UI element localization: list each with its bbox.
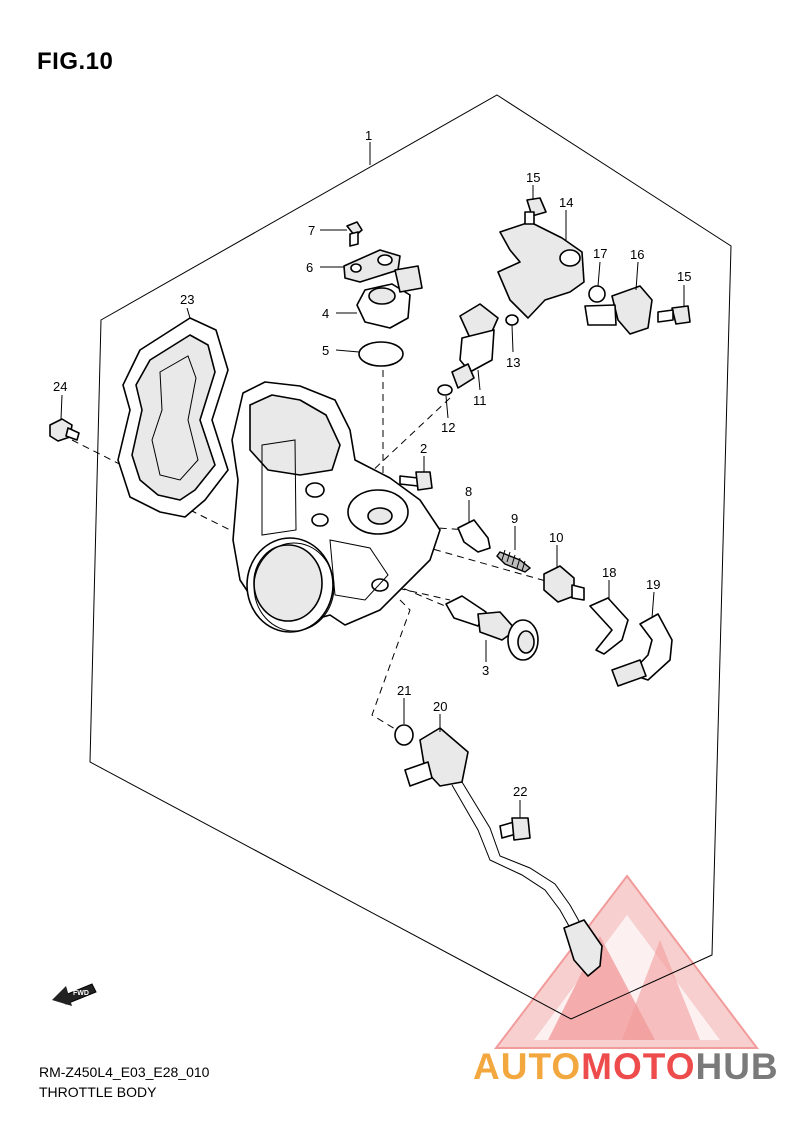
part-elbow-19 [611, 613, 673, 687]
callout-5: 5 [322, 343, 329, 358]
callout-13: 13 [506, 355, 520, 370]
callout-1: 1 [365, 128, 372, 143]
callout-15: 15 [526, 170, 540, 185]
callout-4: 4 [322, 306, 329, 321]
callout-14: 14 [559, 195, 573, 210]
callout-9: 9 [511, 511, 518, 526]
figure-title: FIG.10 [37, 48, 114, 75]
brand-part-auto: AUTO [473, 1046, 582, 1087]
callout-21: 21 [397, 683, 411, 698]
part-o-ring-5 [358, 341, 404, 367]
part-injector-11 [451, 303, 499, 389]
callout-2: 2 [420, 441, 427, 456]
watermark-logo [493, 874, 760, 1049]
part-hose-18 [589, 597, 629, 655]
part-screw-2 [399, 471, 433, 491]
part-plate-6 [343, 249, 401, 283]
forward-arrow-icon: FWD [52, 983, 97, 1006]
callout-18: 18 [602, 565, 616, 580]
part-o-ring-17 [588, 285, 606, 303]
part-bolt-22 [499, 817, 531, 841]
part-sensor-4 [356, 265, 423, 329]
part-bolt-24 [49, 418, 80, 442]
callout-15-b: 15 [677, 269, 691, 284]
part-plunger-8 [457, 519, 491, 553]
part-screw-7 [346, 221, 363, 247]
callout-19: 19 [646, 577, 660, 592]
callout-22: 22 [513, 784, 527, 799]
callout-17: 17 [593, 246, 607, 261]
model-code: RM-Z450L4_E03_E28_010 [39, 1064, 210, 1080]
part-knob-10 [543, 565, 585, 603]
part-idle-screw-3 [445, 595, 539, 661]
part-bracket-14 [497, 221, 585, 319]
callout-16: 16 [630, 247, 644, 262]
fwd-label: FWD [73, 990, 89, 997]
watermark-brand: AUTOMOTOHUB [473, 1046, 779, 1088]
callout-24: 24 [53, 379, 67, 394]
callout-7: 7 [308, 223, 315, 238]
part-spring-9 [496, 549, 532, 573]
part-o-ring-13 [505, 314, 519, 326]
part-bolt-15-b [657, 305, 691, 325]
part-sensor-20 [404, 727, 603, 977]
assembly-outline [89, 94, 732, 1020]
part-group-name: THROTTLE BODY [39, 1084, 157, 1100]
part-fitting-16 [584, 285, 653, 335]
leader-lines [60, 142, 685, 818]
part-o-ring-21 [394, 724, 414, 746]
callout-labels: 1 2 3 4 5 6 7 8 9 10 11 12 13 14 15 15 1… [53, 128, 691, 799]
callout-3: 3 [482, 663, 489, 678]
part-throttle-body [231, 381, 441, 633]
callout-6: 6 [306, 260, 313, 275]
callout-23: 23 [180, 292, 194, 307]
callout-10: 10 [549, 530, 563, 545]
callout-8: 8 [465, 484, 472, 499]
part-o-ring-12 [437, 384, 453, 396]
brand-part-hub: HUB [695, 1046, 779, 1087]
part-throttle-cover [117, 317, 229, 518]
callout-12: 12 [441, 420, 455, 435]
part-bolt-15 [524, 197, 547, 225]
brand-part-moto: MOTO [581, 1046, 696, 1087]
callout-11: 11 [473, 393, 487, 408]
callout-20: 20 [433, 699, 447, 714]
